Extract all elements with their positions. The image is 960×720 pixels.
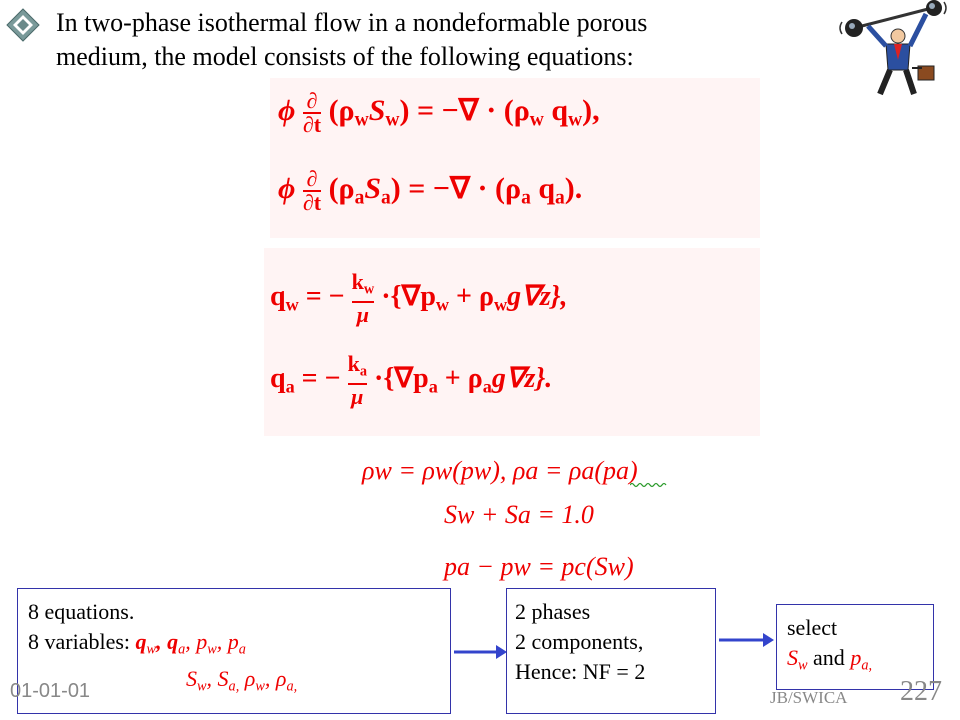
selected-variables: Sw and pa, (787, 643, 923, 680)
arrow-right-icon (719, 633, 774, 647)
var-sub: a (178, 641, 186, 658)
eq-part: q (530, 171, 556, 205)
partial-numerator: ∂ (302, 90, 322, 114)
var-q: q (135, 629, 147, 654)
eq-part: k (351, 269, 364, 294)
eq-sub: w (354, 109, 369, 131)
eq-part: q (543, 93, 569, 127)
constitutive-eq-1: ρw = ρw(pw), ρa = ρa(pa) (362, 456, 638, 485)
var-s: S (787, 645, 798, 670)
eq-part: q (270, 281, 286, 313)
eq-sub: w (435, 294, 450, 315)
var-rho: , ρ (264, 666, 287, 692)
var-s: S (186, 666, 197, 692)
heading-line-1: In two-phase isothermal flow in a nondef… (56, 8, 648, 37)
mass-balance-eq-1: ϕ ∂ ∂t (ρwSw) = −∇ · (ρw qw), (278, 90, 600, 136)
var-sub: a, (228, 678, 240, 695)
var-q: , q (156, 629, 179, 654)
eq-sub: w (385, 109, 400, 131)
weightlifter-clipart-icon (839, 0, 947, 96)
phases-components-box: 2 phases 2 components, Hence: NF = 2 (506, 588, 716, 714)
var-sub: w (798, 657, 808, 674)
phi-symbol: ϕ (278, 93, 296, 127)
var-sub: w (197, 678, 207, 695)
equations-variables-box: 8 equations. 8 variables: qw, qa, pw, pa… (17, 588, 451, 714)
select-label: select (787, 615, 838, 640)
var-sub: w (255, 678, 265, 695)
spellcheck-squiggle-icon (630, 482, 667, 488)
var-sub: w (207, 641, 217, 658)
equation-count: 8 equations. (28, 599, 135, 624)
eq-sub: a (428, 376, 438, 397)
eq-sub: a (354, 187, 365, 209)
eq-part: ) = −∇ · (ρ (399, 93, 530, 127)
heading-line-2: medium, the model consists of the follow… (56, 42, 634, 71)
diamond-bullet-icon (6, 8, 40, 42)
partial-numerator: ∂ (302, 168, 322, 192)
eq-part: ·{∇p (374, 363, 429, 395)
var-rho: ρ (239, 666, 256, 692)
eq-sub: a (521, 187, 531, 209)
eq-sub: w (494, 294, 508, 315)
var-sub: a, (286, 678, 298, 695)
eq-sub: a (359, 363, 367, 380)
eq-part: q (270, 363, 286, 395)
eq-sub: w (285, 294, 299, 315)
var-p: , p (216, 629, 239, 654)
constitutive-eq-2: Sw + Sa = 1.0 (444, 500, 594, 529)
var-p: , p (185, 629, 208, 654)
eq-part: (ρ (328, 171, 355, 205)
eq-part: ). (564, 171, 583, 205)
var-sub: a, (861, 657, 873, 674)
arrow-right-icon (454, 645, 507, 659)
eq-part: S (364, 171, 382, 205)
degrees-of-freedom: Hence: NF = 2 (515, 659, 646, 684)
phi-symbol: ϕ (278, 171, 296, 205)
eq-part: g∇z}, (507, 281, 568, 313)
constitutive-eq-3: pa − pw = pc(Sw) (444, 552, 634, 581)
components-count: 2 components, (515, 629, 644, 654)
eq-part: (ρ (328, 93, 355, 127)
variables-line-2: Sw, Sa, ρw, ρa, (28, 664, 440, 701)
page-number: 227 (900, 676, 942, 707)
mass-balance-panel: ϕ ∂ ∂t (ρwSw) = −∇ · (ρw qw), ϕ ∂ ∂t (ρa… (270, 78, 760, 238)
eq-part: ) = −∇ · (ρ (390, 171, 522, 205)
eq-part: ·{∇p (381, 281, 436, 313)
mass-balance-eq-2: ϕ ∂ ∂t (ρaSa) = −∇ · (ρa qa). (278, 168, 582, 214)
eq-part: + ρ (449, 281, 494, 313)
eq-sub: w (529, 109, 544, 131)
partial-denominator: ∂t (302, 112, 322, 137)
mu-symbol: μ (356, 302, 370, 328)
eq-sub: a (555, 187, 565, 209)
var-p: p (850, 645, 862, 670)
eq-sub: w (363, 281, 375, 298)
darcy-eq-2: qa = − ka μ ·{∇pa + ρag∇z}. (270, 352, 552, 409)
eq-sub: a (482, 376, 492, 397)
eq-sub: a (381, 187, 391, 209)
eq-part: + ρ (437, 363, 483, 395)
partial-denominator: ∂t (302, 190, 322, 215)
eq-part: ), (582, 93, 600, 127)
eq-sub: w (568, 109, 583, 131)
slide-heading: In two-phase isothermal flow in a nondef… (56, 6, 796, 76)
var-sub: a (238, 641, 246, 658)
footer-date: 01-01-01 (10, 680, 91, 702)
eq-part: = − (298, 281, 345, 313)
selected-variables-box: select Sw and pa, (776, 604, 934, 690)
phases-count: 2 phases (515, 599, 591, 624)
eq-sub: a (285, 376, 295, 397)
eq-part: S (368, 93, 386, 127)
eq-part: = − (294, 363, 341, 395)
eq-part: k (347, 351, 360, 376)
variables-label: 8 variables: (28, 629, 136, 654)
mu-symbol: μ (351, 384, 364, 410)
variables-line: 8 variables: qw, qa, pw, pa (28, 627, 440, 664)
eq-part: g∇z}. (491, 363, 553, 395)
var-sub: w (146, 641, 157, 658)
var-s: , S (206, 666, 229, 692)
darcy-law-panel: qw = − kw μ ·{∇pw + ρwg∇z}, qa = − ka μ … (264, 248, 760, 436)
darcy-eq-1: qw = − kw μ ·{∇pw + ρwg∇z}, (270, 270, 568, 327)
and-text: and (807, 645, 851, 670)
footer-author: JB/SWICA (770, 688, 848, 707)
